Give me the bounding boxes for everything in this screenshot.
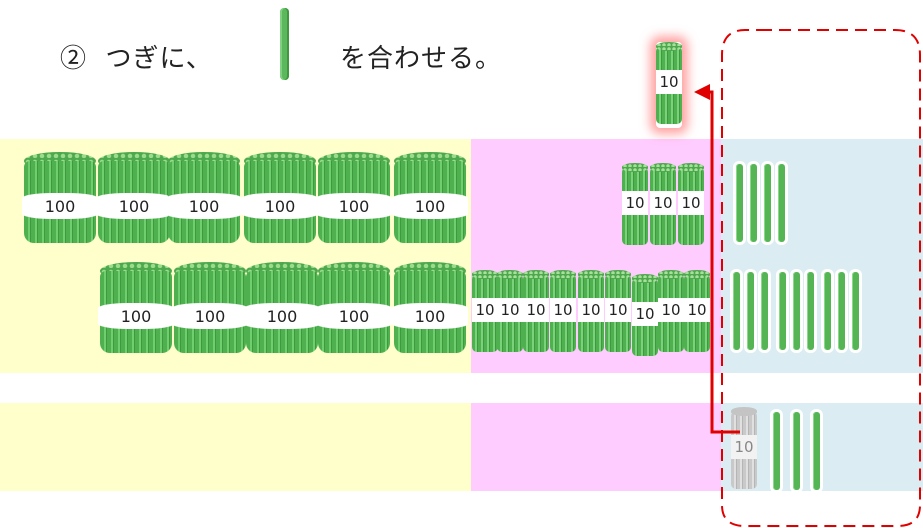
ten-bundle: 10	[605, 270, 631, 352]
hundred-bundle: 100	[98, 262, 174, 354]
single-stick	[761, 272, 768, 350]
ten-bundle: 10	[658, 270, 684, 352]
ten-bundle: 10	[622, 163, 648, 245]
single-stick	[736, 164, 743, 242]
single-stick	[824, 272, 831, 350]
hundred-bundle: 100	[244, 262, 320, 354]
ten-bundle: 10	[650, 163, 676, 245]
single-stick	[779, 272, 786, 350]
hundred-bundle: 100	[316, 262, 392, 354]
hundred-bundle: 100	[316, 152, 392, 244]
ten-bundle: 10	[578, 270, 604, 352]
hundred-bundle: 100	[392, 262, 468, 354]
single-stick	[793, 272, 800, 350]
single-stick	[852, 272, 859, 350]
single-stick	[764, 164, 771, 242]
ten-bundle: 10	[632, 274, 658, 356]
single-stick	[778, 164, 785, 242]
ten-bundle: 10	[472, 270, 498, 352]
dashed-frame	[721, 29, 921, 527]
ten-bundle: 10	[523, 270, 549, 352]
single-stick	[838, 272, 845, 350]
single-stick	[813, 412, 820, 490]
ten-bundle: 10	[497, 270, 523, 352]
hundred-bundle: 100	[172, 262, 248, 354]
instruction-text-2: を合わせる。	[340, 44, 503, 74]
instruction-prefix: ② つぎに、	[60, 38, 213, 75]
carry-arrow-head	[694, 84, 710, 100]
hundred-bundle: 100	[22, 152, 98, 244]
step-number: ②	[60, 44, 88, 74]
single-stick	[793, 412, 800, 490]
single-stick	[807, 272, 814, 350]
ten-bundle: 10	[550, 270, 576, 352]
ten-bundle: 10	[684, 270, 710, 352]
new-ten-bundle-faded: 10	[731, 407, 757, 489]
hundred-bundle: 100	[392, 152, 468, 244]
carried-ten-bundle: 10	[656, 42, 682, 128]
single-stick	[747, 272, 754, 350]
instruction-text-1: つぎに、	[105, 44, 213, 74]
single-stick-icon	[280, 8, 289, 80]
tens-zone-result	[471, 403, 721, 491]
single-stick	[750, 164, 757, 242]
single-stick	[773, 412, 780, 490]
ten-bundle: 10	[678, 163, 704, 245]
hundreds-zone-result	[0, 403, 471, 491]
hundred-bundle: 100	[242, 152, 318, 244]
hundred-bundle: 100	[166, 152, 242, 244]
hundred-bundle: 100	[96, 152, 172, 244]
single-stick	[733, 272, 740, 350]
